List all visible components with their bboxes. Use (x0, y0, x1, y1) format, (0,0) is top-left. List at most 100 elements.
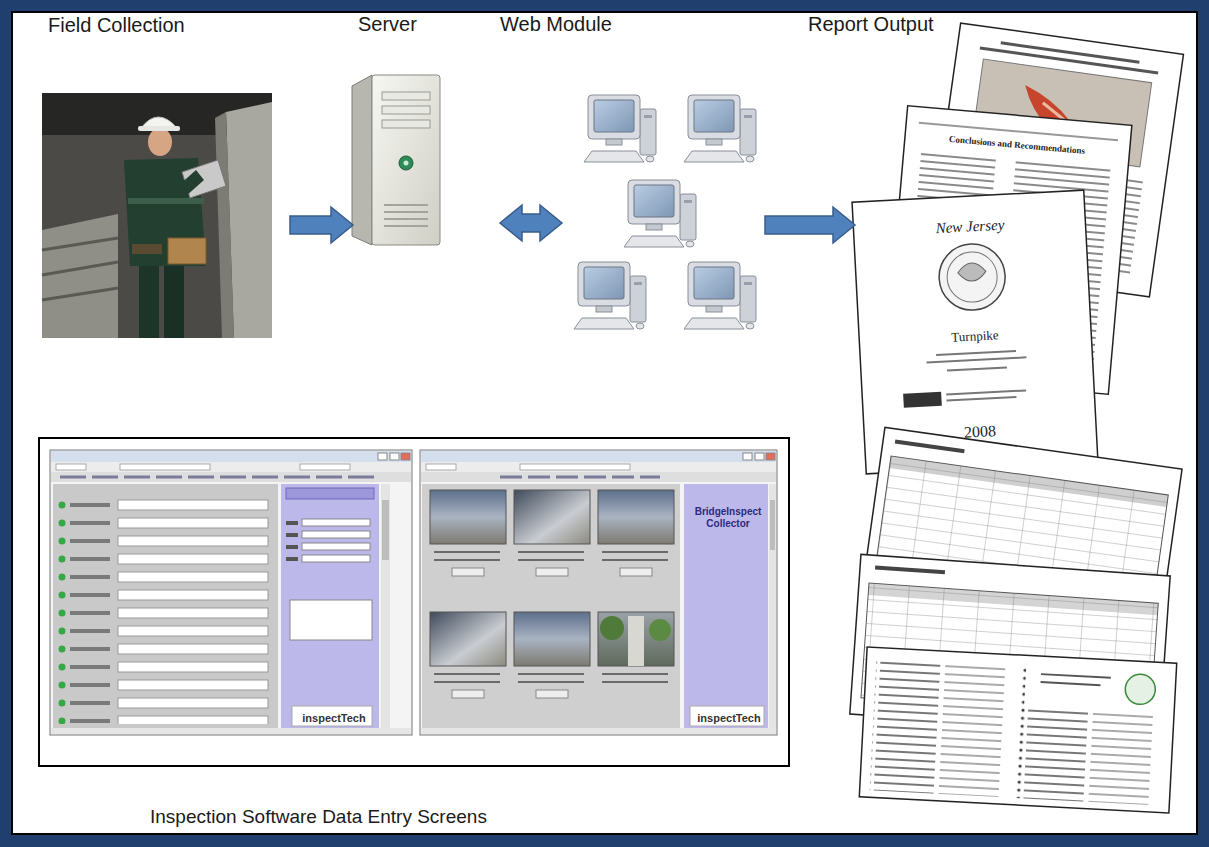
screenshot-left (286, 545, 298, 549)
field-photo (128, 198, 204, 204)
stage-heading: Report Output (808, 12, 934, 36)
screenshot-right (766, 453, 775, 460)
report-pages (875, 565, 945, 574)
screenshot-right (421, 728, 776, 734)
server-stage: Server (355, 68, 440, 248)
screenshot-left (286, 533, 298, 537)
report-pages (859, 647, 1176, 813)
screenshot-left (51, 451, 411, 462)
report-pages (903, 392, 942, 408)
screenshot-left (56, 464, 86, 470)
stage-heading: Web Module (500, 12, 612, 36)
screenshot-left (302, 519, 370, 526)
screenshot-left (281, 484, 379, 728)
screenshot-left (51, 728, 411, 734)
screenshot-right (598, 612, 674, 666)
screenshot-right (755, 453, 764, 460)
screenshot-left (401, 453, 410, 460)
screenshot-right (421, 451, 776, 462)
screenshot-right (690, 706, 764, 726)
stage-heading: Field Collection (48, 13, 185, 37)
screenshot-left (51, 472, 411, 482)
panel (12, 12, 1197, 834)
screenshot-left (120, 464, 210, 470)
field-photo (138, 126, 180, 131)
stage-heading: Server (358, 12, 417, 36)
screenshot-right (770, 500, 775, 550)
screenshot-right (420, 450, 777, 735)
report-pages (1125, 674, 1157, 706)
server-icon (404, 161, 409, 166)
field-photo (42, 93, 272, 338)
report-pages (926, 356, 1026, 363)
screenshot-left (286, 488, 374, 499)
logo-text: inspectTech (302, 712, 365, 725)
server-icon (382, 120, 430, 128)
report-pages (850, 23, 1184, 813)
screenshot-right (426, 464, 456, 470)
field-photo (42, 214, 118, 338)
report-pages (936, 350, 1016, 356)
data-entry-screens-box: Inspection Software Data Entry Screensin… (38, 437, 790, 767)
server-icon (372, 75, 440, 245)
flow-arrow (290, 207, 353, 243)
screenshot-right (452, 690, 484, 698)
computer-cluster (684, 95, 756, 162)
report-cover-subtitle: Turnpike (951, 328, 999, 345)
screenshot-left (54, 496, 276, 724)
server-icon (399, 156, 413, 170)
screenshot-right (536, 568, 568, 576)
caption-text: Inspection Software Data Entry Screens (150, 805, 487, 829)
server-icon (352, 75, 372, 245)
screenshot-right (420, 450, 777, 735)
report-pages (937, 242, 1006, 311)
screenshot-left (302, 531, 370, 538)
computer-cluster (624, 180, 696, 247)
screenshot-right (684, 484, 768, 728)
report-pages (1019, 705, 1164, 805)
report-section-heading: Conclusions and Recommendations (949, 134, 1086, 156)
screenshot-right (421, 462, 776, 472)
field-photo (148, 128, 172, 156)
field-photo (132, 244, 162, 254)
field-photo (215, 112, 234, 338)
screenshot-left (50, 450, 412, 735)
screenshot-right (421, 472, 776, 482)
computer-cluster (684, 262, 756, 329)
screenshot-left (290, 600, 372, 640)
server-icon (382, 106, 430, 114)
screenshot-left (302, 543, 370, 550)
screenshot-right (743, 453, 752, 460)
screenshot-right (769, 484, 776, 728)
field-photo (124, 158, 206, 266)
screenshot-right (514, 490, 590, 544)
field-collection-stage: Field Collection (42, 93, 272, 338)
screenshot-left (381, 484, 390, 728)
screenshot-right (520, 464, 630, 470)
report-pages (859, 647, 1176, 813)
screenshot-right (598, 490, 674, 544)
field-photo (42, 238, 118, 300)
screenshot-left (300, 464, 350, 470)
server-icon (352, 75, 440, 245)
screenshot-right (536, 690, 568, 698)
server-icon (382, 92, 430, 100)
screenshot-left (50, 450, 412, 735)
screenshot-right (514, 612, 590, 666)
screenshot-left (378, 453, 387, 460)
report-pages (947, 366, 1007, 371)
screenshot-right (620, 568, 652, 576)
report-pages (870, 660, 1027, 798)
screenshot-left (53, 484, 278, 728)
screenshot-left (292, 706, 372, 726)
screenshot-right (628, 616, 644, 666)
report-pages (946, 396, 1016, 402)
logo-text: inspectTech (697, 712, 760, 725)
screenshot-right (500, 476, 660, 479)
web-module-stage: Web Module (565, 88, 760, 333)
screenshot-right (422, 484, 680, 728)
report-pages (1041, 673, 1111, 679)
screenshot-right (430, 490, 506, 544)
